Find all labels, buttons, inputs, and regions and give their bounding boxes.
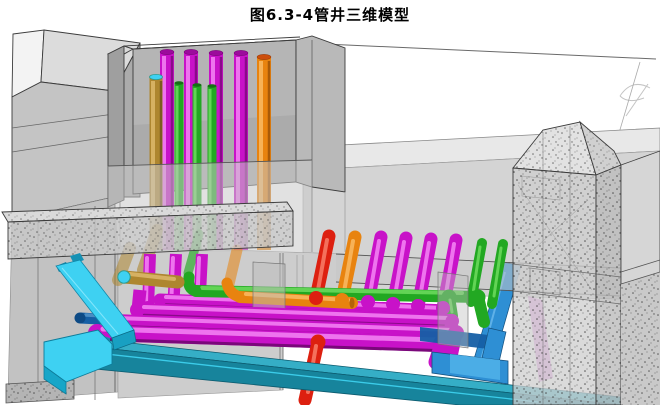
horizontal-pipe-bundle <box>74 253 490 405</box>
left-wall-front-face <box>11 81 115 221</box>
slanted-risers <box>309 229 508 315</box>
blue-duct-elbow <box>431 327 509 385</box>
figure-caption: 图6.3-4管井三维模型 <box>249 6 411 24</box>
tan-pipe-end-cap <box>117 270 131 284</box>
floor-slab <box>1 201 294 260</box>
cyan-duct-transition <box>43 329 113 395</box>
tan-horizontal-pipe <box>117 270 185 289</box>
concrete-column <box>512 120 660 405</box>
tan-pipe-cyan-cap <box>149 74 163 81</box>
ducts <box>43 253 621 405</box>
sketch-compass-icon <box>619 83 651 117</box>
dark-blue-duct-segment <box>420 327 497 350</box>
riser-green-2 <box>487 239 508 309</box>
cyan-sloped-duct <box>55 253 137 351</box>
translucent-wall-panel-right <box>437 271 469 349</box>
riser-elbow-joints <box>309 291 450 315</box>
muted-orange-riser <box>223 244 243 290</box>
